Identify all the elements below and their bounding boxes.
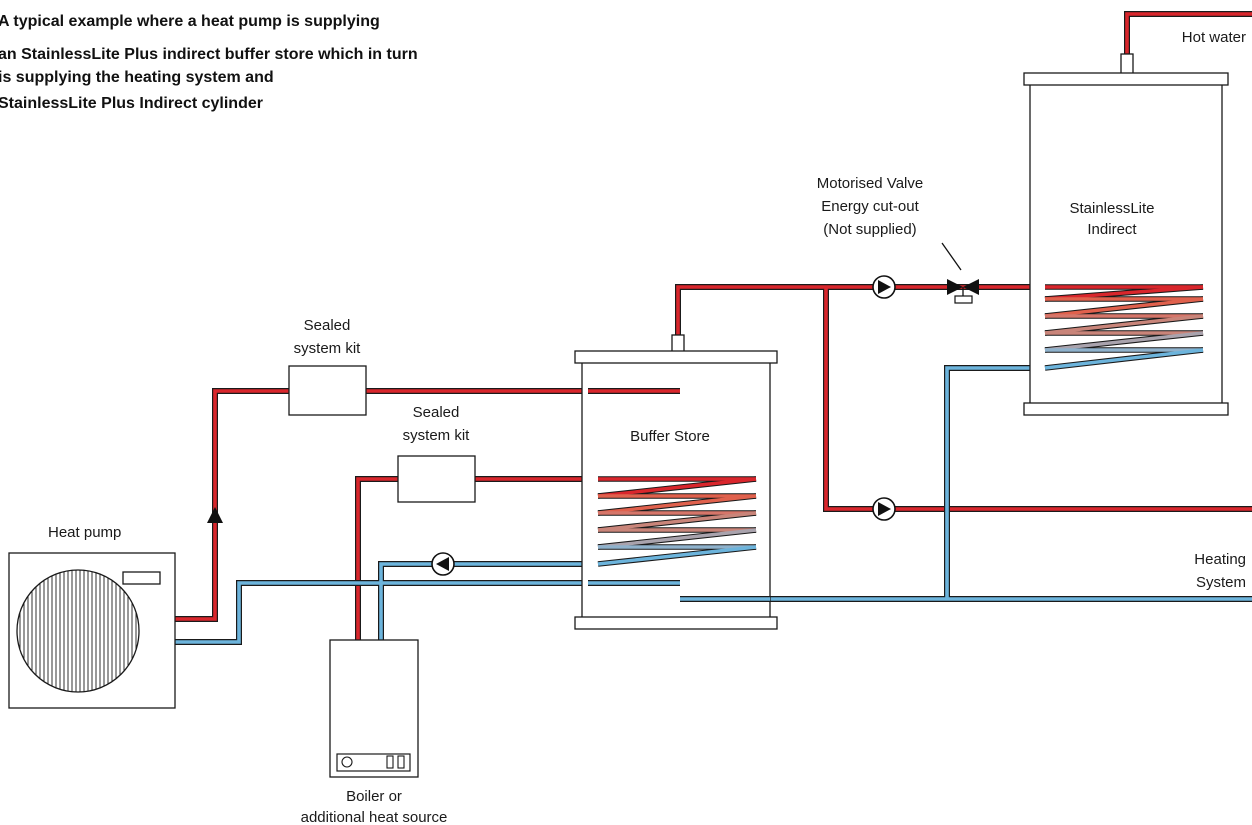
diagram-title: A typical example where a heat pump is s… bbox=[0, 13, 418, 112]
boiler: Boiler or additional heat source bbox=[301, 639, 448, 825]
title-line-4: StainlessLite Plus Indirect cylinder bbox=[0, 95, 263, 112]
buffer-store-top-cap bbox=[574, 350, 778, 364]
pump-circle-arrow-icon bbox=[431, 552, 455, 576]
title-line-2: an StainlessLite Plus indirect buffer st… bbox=[0, 46, 418, 63]
cylinder-label-line-1: StainlessLite bbox=[1069, 200, 1154, 217]
sealed-kit-2-box bbox=[397, 455, 476, 503]
boiler-label-line-2: additional heat source bbox=[301, 809, 448, 825]
valve-label-line-1: Motorised Valve bbox=[817, 175, 923, 192]
buffer-store-bottom-cap bbox=[574, 616, 778, 630]
boiler-switch-icon bbox=[397, 755, 405, 769]
heat-pump: Heat pump bbox=[8, 524, 176, 709]
sealed-kit-2-label-line-2: system kit bbox=[403, 427, 471, 444]
valve-leader-line bbox=[941, 242, 962, 271]
heating-system-label-line-1: Heating bbox=[1194, 551, 1246, 568]
flow-direction-arrow-icon bbox=[207, 507, 223, 523]
boiler-label-line-1: Boiler or bbox=[346, 788, 402, 805]
valve-label: Motorised Valve Energy cut-out (Not supp… bbox=[817, 175, 923, 238]
sealed-kit-1-box bbox=[288, 365, 367, 416]
boiler-dial-icon bbox=[341, 756, 353, 768]
valve-label-line-3: (Not supplied) bbox=[823, 221, 916, 238]
buffer-store-coil-icon bbox=[597, 476, 757, 567]
sealed-kit-1-label-line-1: Sealed bbox=[304, 317, 351, 334]
title-line-1: A typical example where a heat pump is s… bbox=[0, 13, 380, 30]
pump-circle-arrow-icon bbox=[872, 497, 896, 521]
flow-pipes bbox=[175, 11, 1252, 640]
return-pipes bbox=[175, 365, 1252, 645]
heating-system-label-line-2: System bbox=[1196, 574, 1246, 591]
buffer-store-label: Buffer Store bbox=[630, 428, 710, 445]
buffer-store: Buffer Store bbox=[574, 334, 778, 630]
indirect-cylinder: StainlessLite Indirect bbox=[1023, 53, 1229, 416]
cylinder-coil-icon bbox=[1044, 284, 1204, 371]
cylinder-label-line-2: Indirect bbox=[1087, 221, 1137, 238]
sealed-kit-2-label-line-1: Sealed bbox=[413, 404, 460, 421]
cylinder-outlet-stub bbox=[1120, 53, 1134, 75]
cylinder-bottom-cap bbox=[1023, 402, 1229, 416]
boiler-switch-icon bbox=[386, 755, 394, 769]
heat-pump-label: Heat pump bbox=[48, 524, 121, 541]
motorised-valve-icon bbox=[947, 279, 979, 304]
sealed-system-kit-2: Sealed system kit bbox=[397, 404, 476, 503]
valve-label-line-2: Energy cut-out bbox=[821, 198, 919, 215]
hot-water-label: Hot water bbox=[1182, 29, 1246, 46]
cylinder-top-cap bbox=[1023, 72, 1229, 86]
sealed-system-kit-1: Sealed system kit bbox=[288, 317, 367, 416]
pump-circle-arrow-icon bbox=[872, 275, 896, 299]
buffer-store-outlet-stub bbox=[671, 334, 685, 353]
sealed-kit-1-label-line-2: system kit bbox=[294, 340, 362, 357]
heat-pump-display bbox=[122, 571, 161, 585]
title-line-3: is supplying the heating system and bbox=[0, 69, 274, 86]
